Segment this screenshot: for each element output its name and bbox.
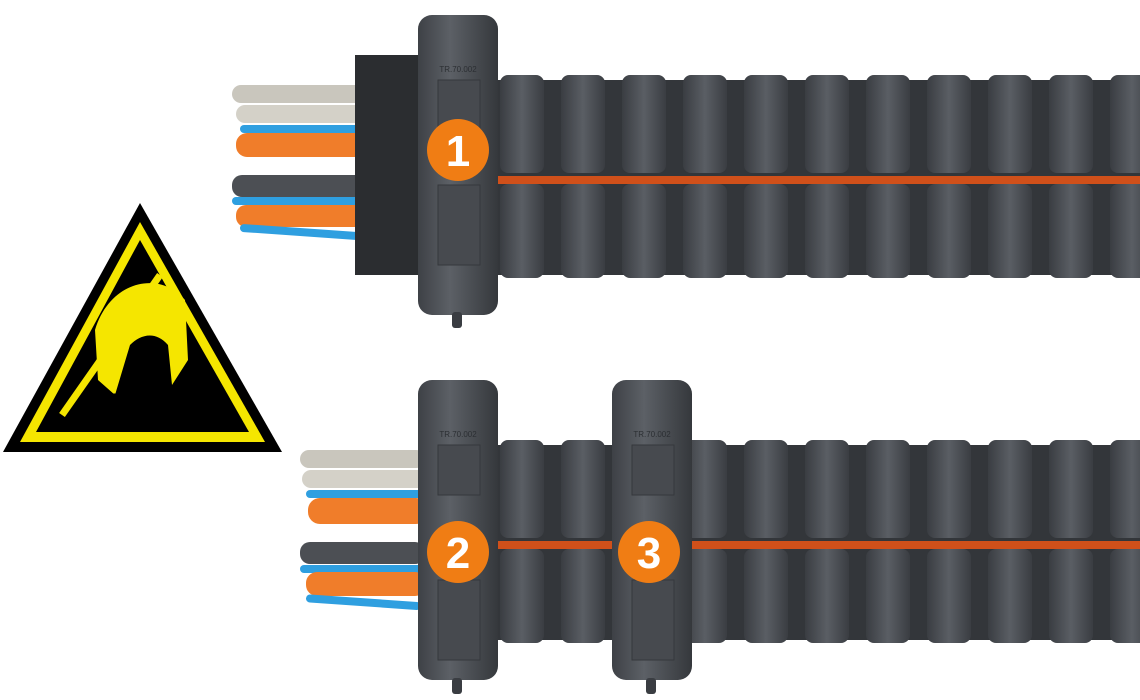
esd-hand-icon [95,283,188,395]
cables-top [232,55,420,275]
chain-link [500,549,544,643]
clamp-marking: TR.70.002 [439,430,477,439]
energy-chain-bottom [497,440,1140,643]
chain-link [561,440,605,538]
svg-text:1: 1 [446,127,470,176]
chain-link [866,549,910,643]
chain-stripe [497,176,1140,184]
energy-chain-top [497,75,1140,278]
chain-link [927,440,971,538]
chain-link [500,184,544,278]
chain-link [683,549,727,643]
esd-warning-sign: ESD [3,203,282,452]
number-badge-2: 2 [427,521,489,583]
chain-link [805,75,849,173]
chain-link [744,549,788,643]
chain-link [866,75,910,173]
number-badge-3: 3 [618,521,680,583]
chain-link [927,75,971,173]
chain-link [561,184,605,278]
chain-link [683,75,727,173]
svg-text:2: 2 [446,529,470,578]
chain-link [500,440,544,538]
chain-stripe [497,541,1140,549]
chain-link [1049,75,1093,173]
chain-link [988,184,1032,278]
number-badge-1: 1 [427,119,489,181]
chain-link [927,549,971,643]
chain-link [622,184,666,278]
clamp-marking: TR.70.002 [439,65,477,74]
chain-link [1110,184,1140,278]
chain-link [1110,549,1140,643]
chain-link [866,184,910,278]
chain-link [1110,440,1140,538]
chain-link [1049,440,1093,538]
chain-link [988,75,1032,173]
chain-link [805,440,849,538]
chain-link [744,184,788,278]
chain-link [1049,184,1093,278]
chain-link [1110,75,1140,173]
chain-link [683,440,727,538]
cables-bottom [300,450,428,610]
chain-link [561,549,605,643]
chain-link [1049,549,1093,643]
chain-link [927,184,971,278]
chain-link [805,549,849,643]
chain-link [744,440,788,538]
chain-link [561,75,605,173]
clamp-marking: TR.70.002 [633,430,671,439]
esd-label: ESD [89,383,192,439]
svg-text:3: 3 [637,529,661,578]
chain-link [988,549,1032,643]
chain-link [683,184,727,278]
chain-link [500,75,544,173]
chain-link [744,75,788,173]
chain-link [988,440,1032,538]
chain-link [622,75,666,173]
chain-link [866,440,910,538]
chain-link [805,184,849,278]
